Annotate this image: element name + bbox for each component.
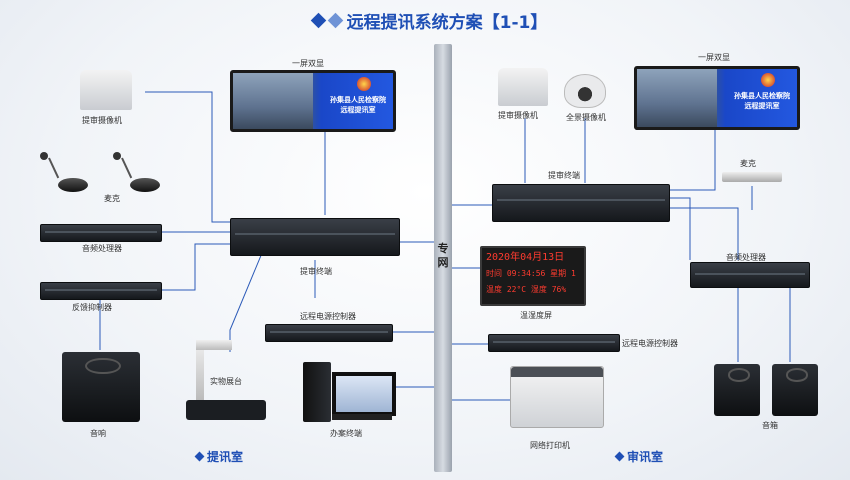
temp-humidity-screen: 2020年04月13日 时间 09:34:56 星期 1 温度 22°C 湿度 …	[480, 246, 586, 306]
left-audio-processor	[40, 224, 162, 242]
screen-text-line: 孙集县人民检察院	[330, 96, 386, 104]
bus-label: 专网	[437, 242, 449, 269]
left-dual-display: 孙集县人民检察院 远程提讯室	[230, 70, 396, 132]
printer-label: 网络打印机	[530, 441, 570, 450]
right-ptz-camera-icon	[498, 68, 548, 106]
left-room-label: 提讯室	[207, 450, 244, 464]
feedback-suppressor	[40, 282, 162, 300]
right-dual-display: 孙集县人民检察院 远程提讯室	[634, 66, 800, 130]
dome-camera-label: 全景摄像机	[566, 113, 606, 122]
right-mic-label: 麦克	[740, 159, 756, 168]
right-terminal	[492, 184, 670, 222]
dome-camera-icon	[564, 74, 606, 108]
private-network-bus	[434, 44, 452, 472]
right-power-controller-label: 远程电源控制器	[622, 339, 678, 348]
right-power-controller	[488, 334, 620, 352]
mic-icon	[40, 152, 48, 160]
right-audio-processor	[690, 262, 810, 288]
right-camera-label: 提审摄像机	[498, 111, 538, 120]
left-screen-caption: 一屏双显	[292, 59, 324, 68]
screen-text-line: 远程提讯室	[744, 102, 780, 110]
left-power-controller-label: 远程电源控制器	[300, 312, 356, 321]
mic-base	[130, 178, 160, 192]
room-image	[233, 73, 313, 129]
right-room-label: 审讯室	[627, 450, 664, 464]
office-terminal-label: 办案终端	[330, 429, 362, 438]
screen-text-line: 远程提讯室	[340, 106, 376, 114]
led-date: 2020年04月13日	[486, 252, 565, 263]
right-speaker-icon	[772, 364, 818, 416]
left-room-title: 提讯室	[194, 448, 244, 465]
left-power-controller	[265, 324, 393, 342]
right-room-title: 审讯室	[614, 448, 664, 465]
left-speaker-icon	[62, 352, 140, 422]
title-bar: 远程提讯系统方案【1-1】	[300, 6, 560, 34]
left-terminal-label: 提审终端	[300, 267, 332, 276]
left-ptz-camera-icon	[80, 70, 132, 110]
visualizer-label: 实物展台	[210, 377, 242, 386]
diamond-icon	[327, 12, 343, 28]
left-speaker-label: 音响	[90, 429, 106, 438]
emblem-icon	[761, 73, 775, 87]
right-audio-processor-label: 音频处理器	[726, 253, 766, 262]
right-speaker-label: 音箱	[762, 421, 778, 430]
diamond-icon	[310, 12, 326, 28]
keyboard-icon	[332, 414, 392, 420]
left-mic-label: 麦克	[104, 194, 120, 203]
temp-screen-label: 温湿度屏	[520, 311, 552, 320]
room-image	[637, 69, 717, 127]
network-printer-icon	[510, 366, 604, 428]
mic-icon	[113, 152, 121, 160]
led-time: 时间 09:34:56 星期 1	[486, 269, 576, 278]
mic-base	[58, 178, 88, 192]
page-title: 远程提讯系统方案【1-1】	[346, 12, 548, 33]
pc-tower-icon	[303, 362, 331, 422]
right-screen-caption: 一屏双显	[698, 53, 730, 62]
led-temp: 温度 22°C 湿度 76%	[486, 285, 567, 294]
feedback-suppressor-label: 反馈抑制器	[72, 303, 112, 312]
left-terminal	[230, 218, 400, 256]
right-screen-text: 孙集县人民检察院 远程提讯室	[731, 91, 793, 111]
boundary-mic-icon	[722, 172, 782, 182]
right-terminal-label: 提审终端	[548, 171, 580, 180]
left-camera-label: 提审摄像机	[82, 116, 122, 125]
visualizer-base	[186, 400, 266, 420]
emblem-icon	[357, 77, 371, 91]
diamond-icon	[614, 451, 625, 462]
left-screen-text: 孙集县人民检察院 远程提讯室	[327, 95, 389, 115]
right-speaker-icon	[714, 364, 760, 416]
diamond-icon	[194, 451, 205, 462]
visualizer-arm	[196, 340, 204, 400]
visualizer-head	[196, 340, 232, 350]
screen-text-line: 孙集县人民检察院	[734, 92, 790, 100]
monitor-icon	[332, 372, 396, 416]
left-audio-processor-label: 音频处理器	[82, 244, 122, 253]
